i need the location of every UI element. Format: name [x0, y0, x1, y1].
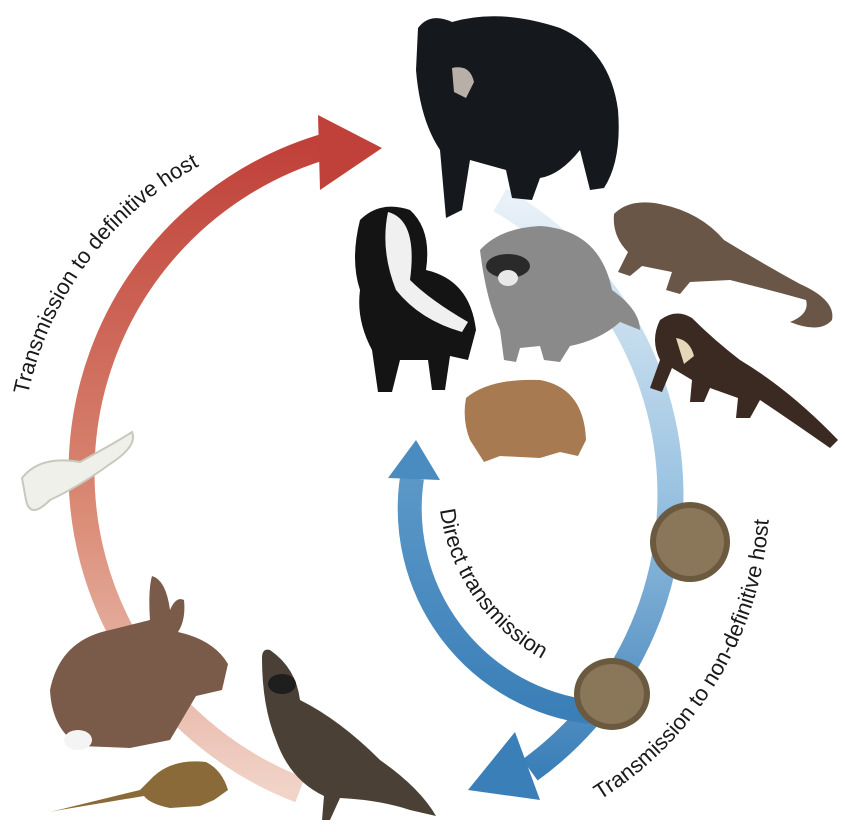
egg-icon: [650, 502, 730, 582]
kinkajou-icon: [614, 202, 833, 327]
blue-inner-arrow-head: [388, 440, 440, 480]
skunk-icon: [355, 207, 476, 392]
mouse-icon: [50, 761, 228, 812]
fisher-icon: [650, 313, 838, 448]
raccoon-icon: [480, 226, 640, 362]
egg-icon-2: [574, 658, 650, 730]
red-arrow-head: [318, 115, 382, 190]
woodchuck-icon: [465, 380, 586, 462]
bear-icon: [416, 16, 619, 218]
blue-inner-arc-arrow: [388, 440, 590, 712]
